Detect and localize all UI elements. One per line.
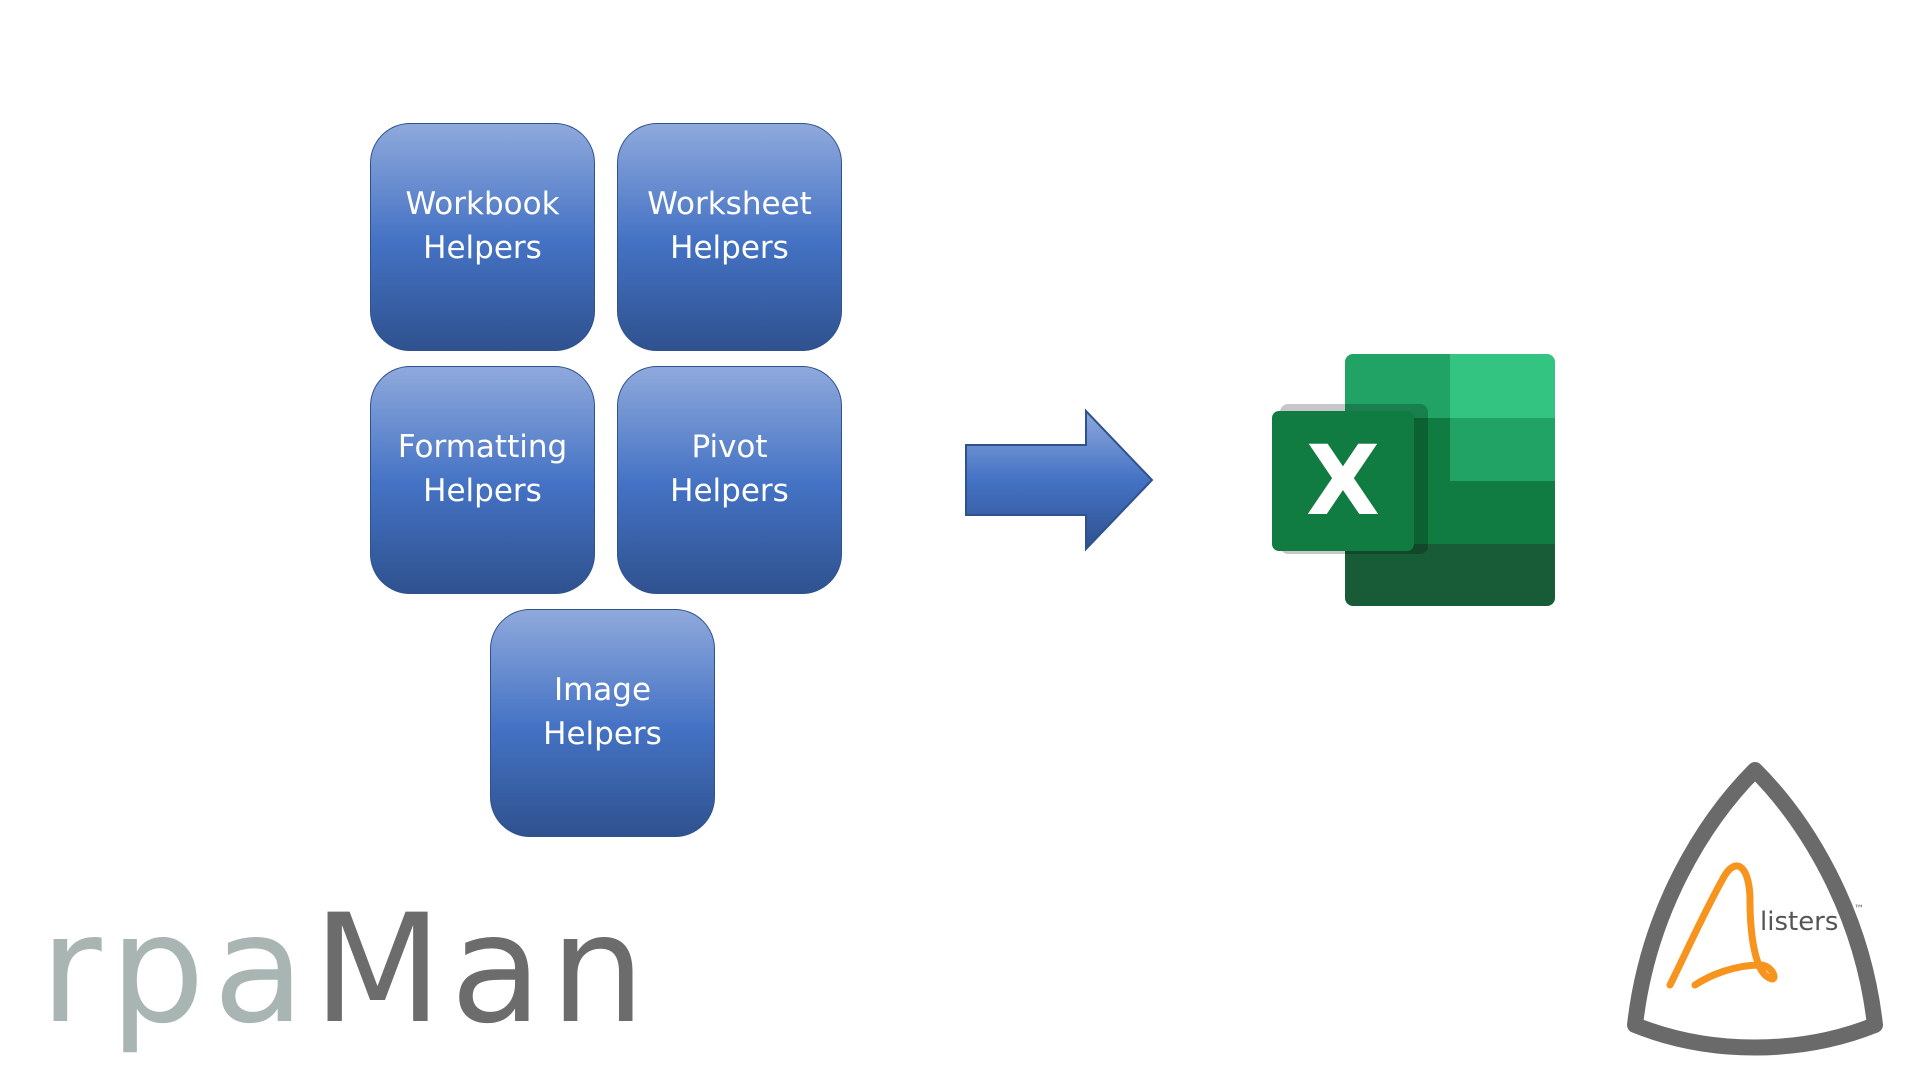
workbook-helpers-label: Workbook Helpers	[383, 182, 583, 292]
alisters-logo-text: listers	[1760, 907, 1838, 937]
label-line: Helpers	[423, 230, 542, 266]
pivot-helpers-label: Pivot Helpers	[630, 425, 830, 535]
label-line: Helpers	[423, 473, 542, 509]
worksheet-helpers-label: Worksheet Helpers	[630, 182, 830, 292]
alisters-trademark: ™	[1854, 904, 1864, 915]
label-line: Pivot	[691, 429, 768, 465]
pivot-helpers-box: Pivot Helpers	[617, 366, 842, 594]
label-line: Helpers	[670, 230, 789, 266]
label-line: Image	[553, 672, 652, 708]
label-line: Worksheet	[647, 186, 812, 222]
formatting-helpers-label: Formatting Helpers	[383, 425, 583, 535]
workbook-helpers-box: Workbook Helpers	[370, 123, 595, 351]
label-line: Workbook	[405, 186, 560, 222]
image-helpers-box: Image Helpers	[490, 609, 715, 837]
excel-letter: X	[1306, 425, 1380, 537]
alisters-logo: listers ™	[1627, 762, 1883, 1056]
rpaman-logo-part1: rpa	[40, 883, 313, 1057]
alisters-badge-icon	[1627, 762, 1883, 1056]
rpaman-logo-part2: Man	[312, 883, 654, 1057]
label-line: Helpers	[543, 716, 662, 752]
formatting-helpers-box: Formatting Helpers	[370, 366, 595, 594]
excel-logo-icon: X	[1272, 354, 1555, 606]
alisters-a-icon	[1666, 862, 1778, 989]
right-arrow-icon	[965, 408, 1154, 552]
worksheet-helpers-box: Worksheet Helpers	[617, 123, 842, 351]
rpaman-logo: rpaMan	[40, 895, 653, 1045]
excel-badge-icon	[1272, 411, 1414, 551]
image-helpers-label: Image Helpers	[503, 668, 703, 778]
label-line: Helpers	[670, 473, 789, 509]
label-line: Formatting	[397, 429, 568, 465]
